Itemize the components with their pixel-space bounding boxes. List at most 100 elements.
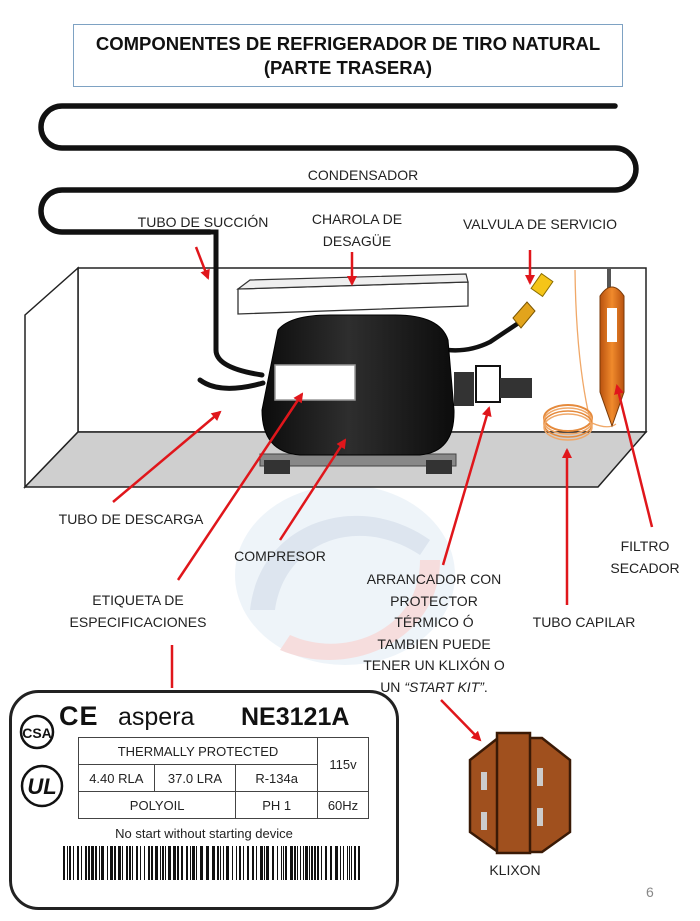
barcode-bar <box>173 846 176 880</box>
service-valve-fitting <box>512 301 536 329</box>
brand-name: aspera <box>118 703 195 731</box>
ul-logo-text: UL <box>27 774 56 799</box>
barcode-bar <box>347 846 348 880</box>
pointer-arrows <box>112 246 654 742</box>
spec-refrigerant: R-134a <box>235 764 318 792</box>
barcode-bar <box>144 846 145 880</box>
service-valve <box>530 272 554 298</box>
barcode-bar <box>129 846 131 880</box>
spec-rla: 4.40 RLA <box>78 764 155 792</box>
ce-mark: CE <box>59 701 99 731</box>
barcode-bar <box>314 846 316 880</box>
barcode-bar <box>330 846 332 880</box>
csa-logo-icon <box>19 714 55 750</box>
barcode-bar <box>335 846 338 880</box>
barcode-bar <box>321 846 322 880</box>
barcode-bar <box>85 846 87 880</box>
barcode-bar <box>340 846 341 880</box>
label-arrancador-line-2: PROTECTOR <box>390 592 478 609</box>
barcode-bar <box>220 846 221 880</box>
barcode-bar <box>349 846 350 880</box>
barcode-bar <box>260 846 263 880</box>
barcode-bar <box>107 846 108 880</box>
barcode-bar <box>325 846 327 880</box>
barcode-bar <box>95 846 97 880</box>
klixon-device <box>468 731 572 855</box>
barcode-bar <box>317 846 319 880</box>
barcode-bar <box>266 846 269 880</box>
compressor-body <box>261 314 455 456</box>
label-tubo-succion: TUBO DE SUCCIÓN <box>137 214 269 230</box>
barcode-bar <box>309 846 310 880</box>
model-number: NE3121A <box>241 703 350 731</box>
barcode-bar <box>217 846 219 880</box>
csa-logo-text: CSA <box>22 725 52 741</box>
title-line-2: (PARTE TRASERA) <box>263 56 433 78</box>
discharge-tube <box>197 377 266 391</box>
compressor-label-plate <box>274 364 356 401</box>
condenser-coil <box>38 103 639 235</box>
barcode-bar <box>186 846 188 880</box>
barcode-bar <box>160 846 161 880</box>
barcode-bar <box>136 846 138 880</box>
capillary-tube <box>543 269 617 441</box>
barcode-bar <box>196 846 197 880</box>
barcode-bar <box>297 846 298 880</box>
barcode-bar <box>151 846 153 880</box>
barcode-bar <box>177 846 179 880</box>
barcode-bar <box>281 846 282 880</box>
label-arrancador-line-4: TAMBIEN PUEDE <box>377 635 491 652</box>
label-klixon: KLIXON <box>489 862 541 878</box>
page-title: COMPONENTES DE REFRIGERADOR DE TIRO NATU… <box>73 24 623 87</box>
barcode-bar <box>343 846 344 880</box>
barcode-bar <box>73 846 74 880</box>
label-filtro-secador: FILTRO SECADOR <box>610 537 679 577</box>
label-arrancador-line-5: TENER UN KLIXÓN O <box>363 657 505 673</box>
label-condensador: CONDENSADOR <box>307 167 419 183</box>
barcode-bar <box>67 846 68 880</box>
service-tube <box>445 319 523 353</box>
label-etiqueta-line-2: ESPECIFICACIONES <box>69 614 207 630</box>
label-compresor: COMPRESOR <box>234 548 326 564</box>
label-charola-line-2: DESAGÜE <box>322 233 392 249</box>
barcode-bar <box>354 846 356 880</box>
barcode-bar <box>305 846 308 880</box>
title-line-1: COMPONENTES DE REFRIGERADOR DE TIRO NATU… <box>95 32 601 54</box>
barcode-bar <box>99 846 100 880</box>
page-number: 6 <box>646 884 654 900</box>
barcode-bar <box>122 846 123 880</box>
spec-lra: 37.0 LRA <box>153 764 237 792</box>
compressor-base <box>259 453 457 474</box>
label-arrancador: ARRANCADOR CON PROTECTOR TÉRMICO Ó TAMBI… <box>363 569 505 698</box>
starter-relay <box>454 365 532 406</box>
spec-table: THERMALLY PROTECTED 115v 4.40 RLA 37.0 L… <box>77 737 369 819</box>
watermark-logo <box>235 485 455 665</box>
barcode-bar <box>148 846 150 880</box>
barcode-bar <box>232 846 233 880</box>
spec-voltage: 115v <box>317 737 369 792</box>
barcode-bar <box>206 846 209 880</box>
barcode-bar <box>162 846 164 880</box>
barcode-bar <box>283 846 284 880</box>
label-tubo-capilar: TUBO CAPILAR <box>532 614 636 630</box>
barcode-bar <box>226 846 229 880</box>
label-charola-line-1: CHAROLA DE <box>311 211 403 227</box>
barcode-bar <box>190 846 191 880</box>
barcode-bar <box>358 846 360 880</box>
label-filtro-line-1: FILTRO <box>620 538 670 554</box>
barcode-bar <box>118 846 121 880</box>
barcode-bar <box>264 846 265 880</box>
barcode-bar <box>77 846 79 880</box>
label-arrancador-line-1: ARRANCADOR CON <box>366 571 502 587</box>
label-tubo-descarga: TUBO DE DESCARGA <box>58 511 204 527</box>
label-arrancador-start-kit: “START KIT” <box>404 678 484 695</box>
barcode-bar <box>285 846 287 880</box>
barcode-bar <box>294 846 296 880</box>
spec-oil: POLYOIL <box>77 791 237 819</box>
barcode-bar <box>110 846 113 880</box>
barcode-bar <box>212 846 215 880</box>
no-start-warning: No start without starting device <box>115 826 293 841</box>
specification-label: CSA UL CE aspera NE3121A THERMALLY PROTE… <box>9 690 399 910</box>
barcode-bar <box>303 846 304 880</box>
